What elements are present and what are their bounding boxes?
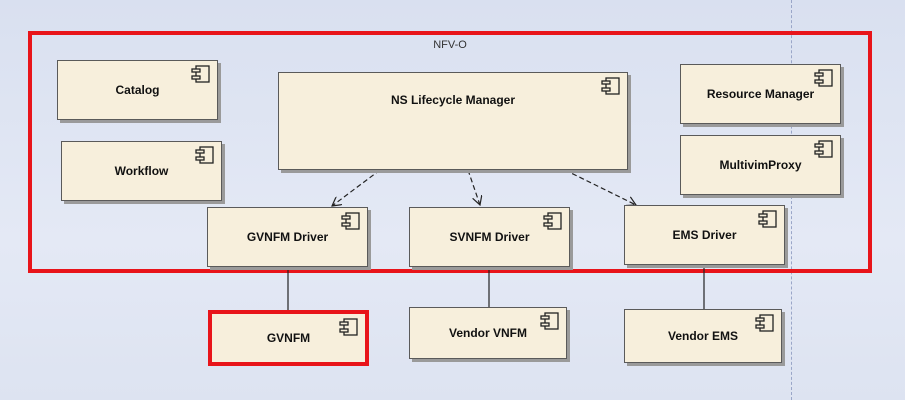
- gvnfm-label: GVNFM: [266, 331, 311, 345]
- vendor-vnfm-label: Vendor VNFM: [448, 326, 527, 340]
- ns-lcm-label: NS Lifecycle Manager: [390, 93, 516, 107]
- uml-component-icon: [540, 312, 559, 330]
- uml-component-icon: [814, 69, 833, 87]
- svnfm-driver-label: SVNFM Driver: [449, 230, 530, 244]
- dep-arrow-svnfm-driver: [467, 169, 480, 205]
- vendor-ems-component[interactable]: Vendor EMS: [624, 309, 782, 363]
- svnfm-driver-component[interactable]: SVNFM Driver: [409, 207, 570, 267]
- gvnfm-component[interactable]: GVNFM: [208, 310, 369, 366]
- resource-manager-component[interactable]: Resource Manager: [680, 64, 841, 124]
- ems-driver-component[interactable]: EMS Driver: [624, 205, 785, 265]
- uml-component-icon: [191, 65, 210, 83]
- multivim-proxy-component[interactable]: MultivimProxy: [680, 135, 841, 195]
- uml-component-icon: [755, 314, 774, 332]
- catalog-label: Catalog: [115, 83, 160, 97]
- gvnfm-driver-component[interactable]: GVNFM Driver: [207, 207, 368, 267]
- uml-component-icon: [601, 77, 620, 95]
- dep-arrow-gvnfm-driver: [332, 169, 381, 206]
- ems-driver-label: EMS Driver: [672, 228, 737, 242]
- uml-component-icon: [195, 146, 214, 164]
- ns-lifecycle-manager-component[interactable]: NS Lifecycle Manager: [278, 72, 628, 170]
- uml-component-icon: [339, 318, 358, 336]
- gvnfm-driver-label: GVNFM Driver: [246, 230, 329, 244]
- uml-component-icon: [341, 212, 360, 230]
- nfvo-boundary: NFV-O: [28, 31, 872, 273]
- resource-manager-label: Resource Manager: [706, 87, 815, 101]
- vendor-ems-label: Vendor EMS: [667, 329, 738, 343]
- workflow-label: Workflow: [114, 164, 169, 178]
- uml-component-icon: [814, 140, 833, 158]
- dep-arrow-ems-driver: [564, 169, 636, 205]
- nfvo-title: NFV-O: [433, 39, 467, 51]
- workflow-component[interactable]: Workflow: [61, 141, 222, 201]
- uml-component-icon: [543, 212, 562, 230]
- vendor-vnfm-component[interactable]: Vendor VNFM: [409, 307, 567, 359]
- catalog-component[interactable]: Catalog: [57, 60, 218, 120]
- multivim-proxy-label: MultivimProxy: [719, 158, 802, 172]
- swimlane-divider: [791, 0, 792, 400]
- uml-component-icon: [758, 210, 777, 228]
